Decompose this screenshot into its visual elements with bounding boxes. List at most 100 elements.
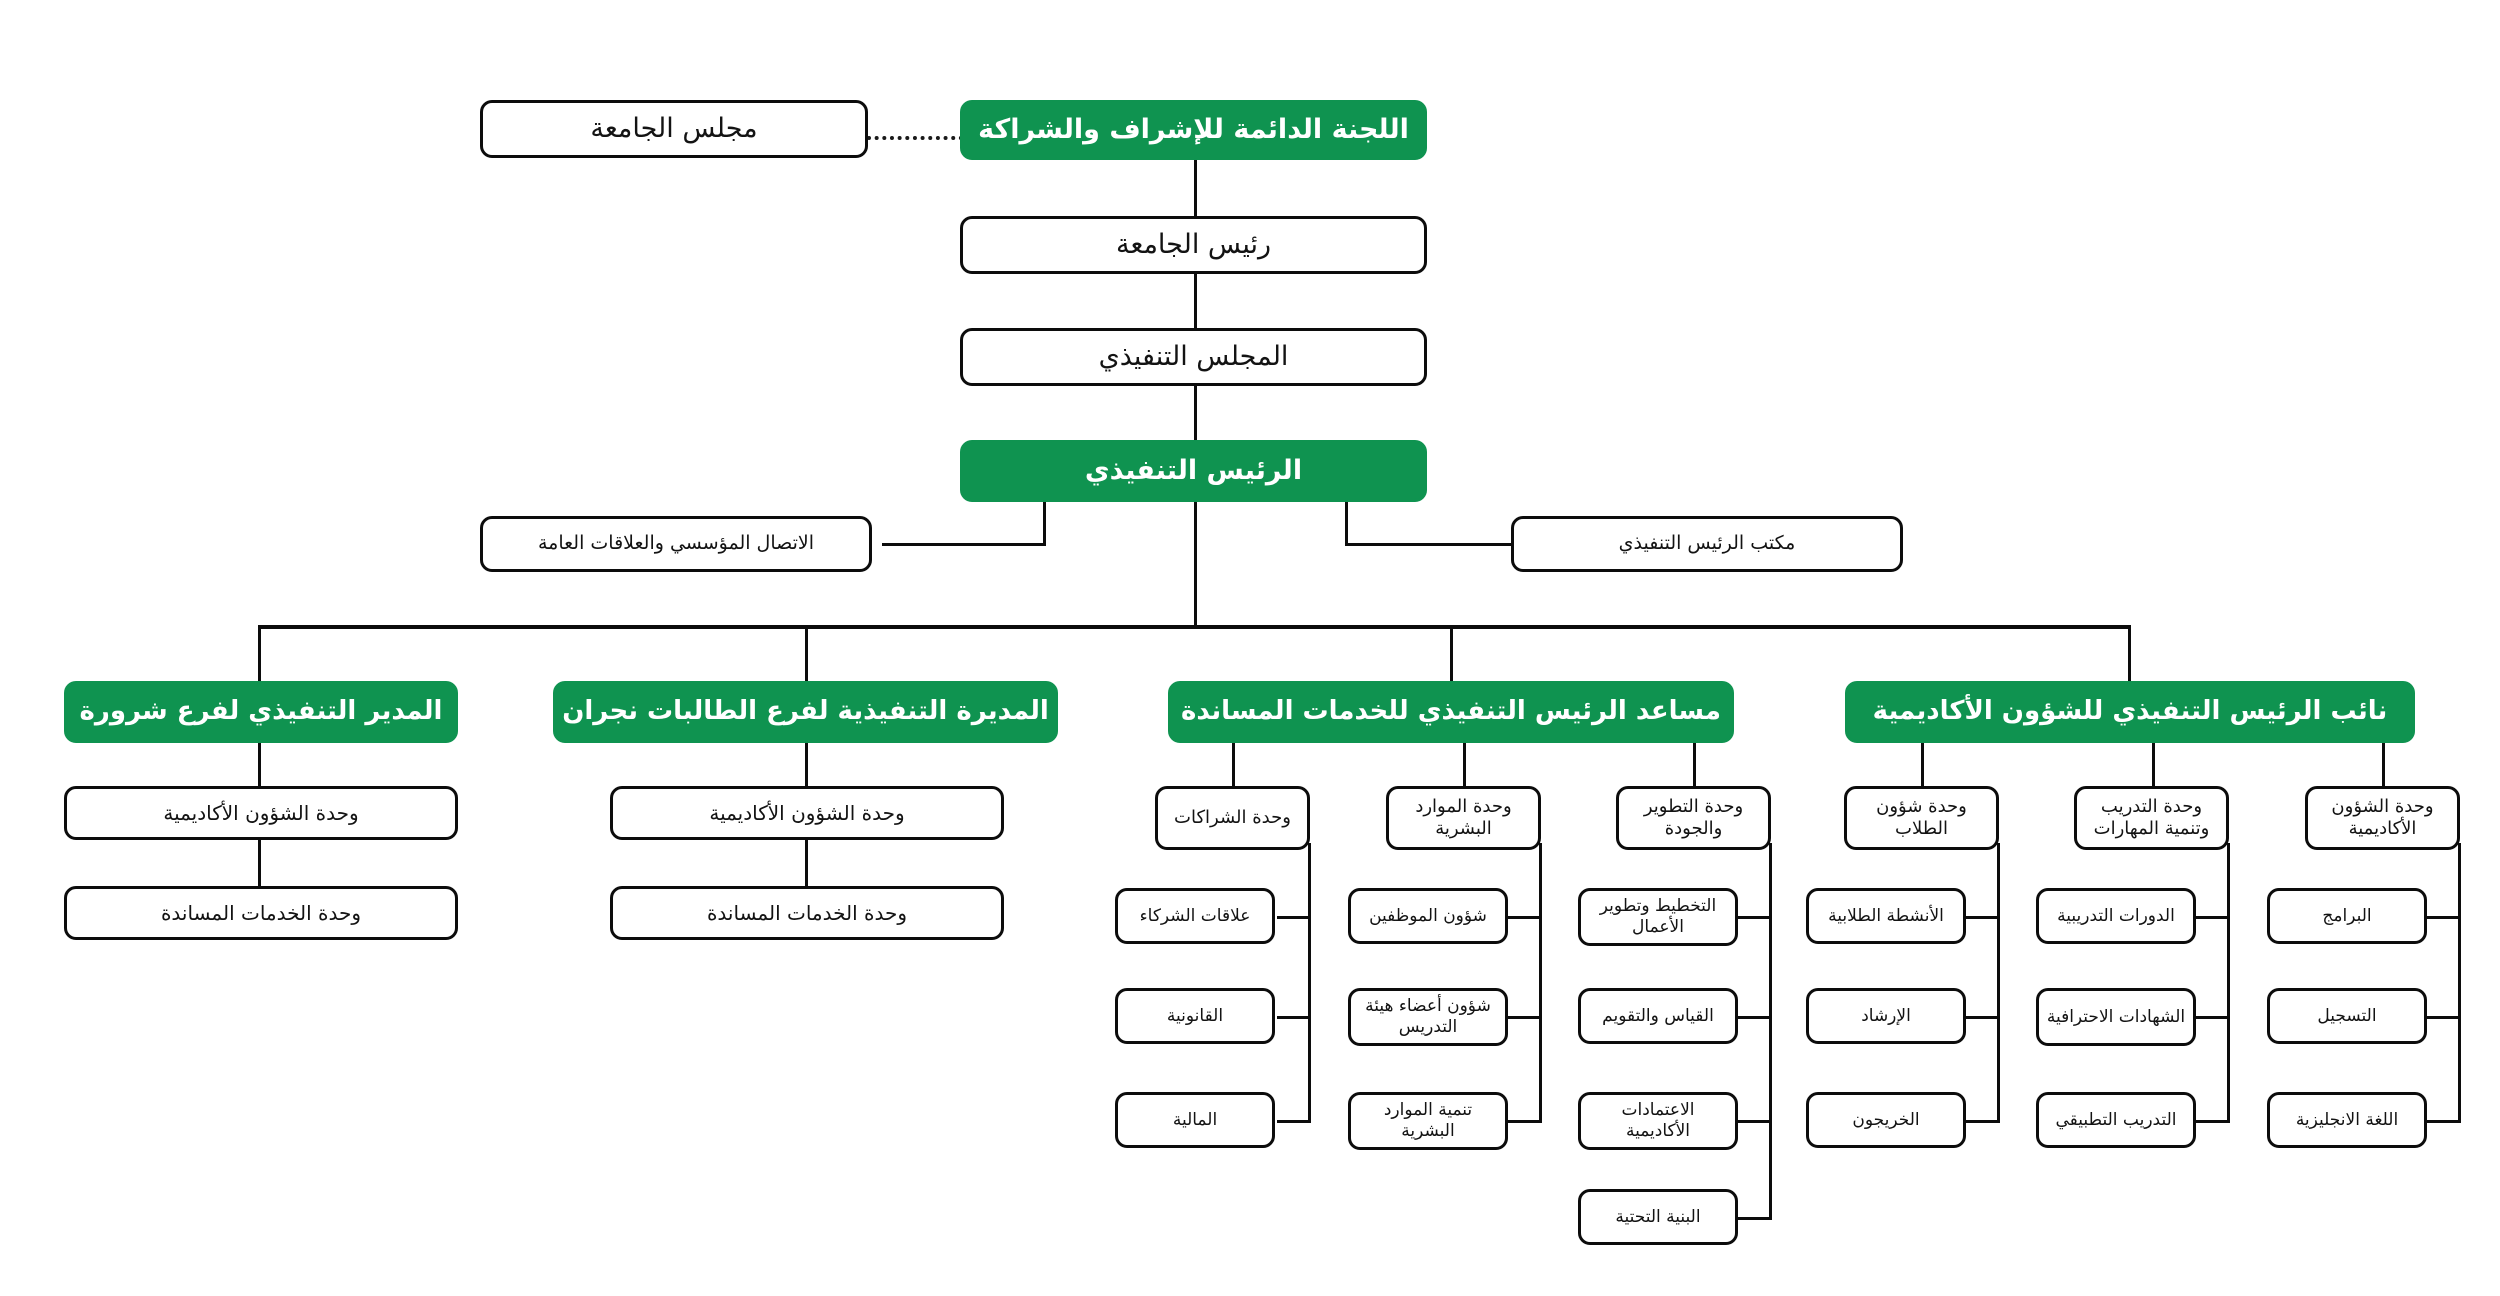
connector-hr-child-2: [1508, 1120, 1542, 1123]
connector-council-to-committee: [867, 136, 963, 140]
connector-training-child-2: [2196, 1120, 2230, 1123]
node-leaf-measurement-evaluation[interactable]: القياس والتقويم: [1578, 988, 1738, 1044]
connector-partnerships-child-0: [1277, 916, 1311, 919]
node-label: التسجيل: [2317, 1005, 2377, 1026]
node-label: الاتصال المؤسسي والعلاقات العامة: [537, 532, 815, 555]
connector-ceo-to-corporate-comm: [882, 543, 1046, 546]
node-unit-human-resources[interactable]: وحدة الموارد البشرية: [1386, 786, 1541, 850]
connector-academic-to-unit-0: [1921, 743, 1924, 786]
node-label: وحدة الموارد البشرية: [1415, 796, 1512, 839]
node-university-president[interactable]: رئيس الجامعة: [960, 216, 1427, 274]
node-leaf-academic-accreditation[interactable]: الاعتمادات الأكاديمية: [1578, 1092, 1738, 1150]
node-leaf-guidance[interactable]: الإرشاد: [1806, 988, 1966, 1044]
node-leaf-english-language[interactable]: اللغة الانجليزية: [2267, 1092, 2427, 1148]
connector-support-to-unit-1: [1463, 743, 1466, 786]
node-label: القانونية: [1166, 1005, 1224, 1026]
node-label: شؤون أعضاء هيئة التدريس: [1365, 996, 1491, 1037]
node-unit-sharurah-support[interactable]: وحدة الخدمات المساندة: [64, 886, 458, 940]
node-leaf-registration[interactable]: التسجيل: [2267, 988, 2427, 1044]
connector-committee-to-president: [1194, 160, 1197, 218]
connector-student-child-1: [1966, 1016, 2000, 1019]
connector-najran-unit0-to-unit1: [805, 840, 808, 886]
node-leaf-hr-development[interactable]: تنمية الموارد البشرية: [1348, 1092, 1508, 1150]
connector-training-spine: [2227, 843, 2230, 1123]
node-unit-najran-support[interactable]: وحدة الخدمات المساندة: [610, 886, 1004, 940]
node-leaf-professional-certificates[interactable]: الشهادات الاحترافية: [2036, 988, 2196, 1046]
node-label: الخريجون: [1852, 1109, 1920, 1130]
node-label: وحدة الشؤون الأكاديمية: [163, 800, 359, 825]
node-label: اللغة الانجليزية: [2295, 1109, 2399, 1130]
connector-academicunit-child-2: [2427, 1120, 2461, 1123]
node-leaf-business-planning[interactable]: التخطيط وتطوير الأعمال: [1578, 888, 1738, 946]
node-label: اللجنة الدائمة للإشراف والشراكة: [978, 113, 1409, 145]
node-ceo[interactable]: الرئيس التنفيذي: [960, 440, 1427, 502]
connector-student-spine: [1997, 843, 2000, 1123]
node-label: المجلس التنفيذي: [1098, 340, 1289, 372]
connector-academicunit-spine: [2458, 843, 2461, 1123]
connector-hr-child-1: [1508, 1016, 1542, 1019]
node-standing-committee[interactable]: اللجنة الدائمة للإشراف والشراكة: [960, 100, 1427, 160]
node-leaf-faculty-affairs[interactable]: شؤون أعضاء هيئة التدريس: [1348, 988, 1508, 1046]
connector-support-to-unit-2: [1693, 743, 1696, 786]
node-unit-najran-academic[interactable]: وحدة الشؤون الأكاديمية: [610, 786, 1004, 840]
connector-sharurah-unit0-to-unit1: [258, 840, 261, 886]
node-label: الاعتمادات الأكاديمية: [1621, 1100, 1695, 1141]
node-leaf-training-courses[interactable]: الدورات التدريبية: [2036, 888, 2196, 944]
node-label: القياس والتقويم: [1602, 1005, 1714, 1026]
connector-ceo-to-ceo-office: [1345, 543, 1511, 546]
node-label: وحدة الخدمات المساندة: [706, 900, 908, 925]
node-department-support-services[interactable]: مساعد الرئيس التنفيذي للخدمات المساندة: [1168, 681, 1734, 743]
department-bus: [258, 625, 2131, 629]
node-unit-academic-affairs[interactable]: وحدة الشؤون الأكاديمية: [2305, 786, 2460, 850]
node-label: الرئيس التنفيذي: [1084, 454, 1303, 486]
node-label: مكتب الرئيس التنفيذي: [1618, 532, 1796, 555]
node-label: علاقات الشركاء: [1139, 905, 1251, 926]
node-label: الأنشطة الطلابية: [1828, 905, 1944, 926]
node-label: شؤون الموظفين: [1369, 905, 1487, 926]
node-leaf-applied-training[interactable]: التدريب التطبيقي: [2036, 1092, 2196, 1148]
node-unit-partnerships[interactable]: وحدة الشراكات: [1155, 786, 1310, 850]
node-label: المدير التنفيذي لفرع شرورة: [79, 696, 443, 727]
connector-partnerships-child-1: [1277, 1016, 1311, 1019]
node-department-najran-female[interactable]: المديرة التنفيذية لفرع الطالبات نجران: [553, 681, 1058, 743]
node-unit-training-skills[interactable]: وحدة التدريب وتنمية المهارات: [2074, 786, 2229, 850]
connector-ceo-left-stub: [1043, 500, 1046, 545]
node-department-sharurah[interactable]: المدير التنفيذي لفرع شرورة: [64, 681, 458, 743]
node-corporate-communications[interactable]: الاتصال المؤسسي والعلاقات العامة: [480, 516, 872, 572]
node-leaf-infrastructure[interactable]: البنية التحتية: [1578, 1189, 1738, 1245]
connector-quality-child-3: [1738, 1217, 1772, 1220]
node-executive-council[interactable]: المجلس التنفيذي: [960, 328, 1427, 386]
node-label: وحدة التدريب وتنمية المهارات: [2093, 796, 2210, 839]
connector-ceo-to-bus: [1194, 500, 1197, 628]
node-leaf-finance[interactable]: المالية: [1115, 1092, 1275, 1148]
node-label: المديرة التنفيذية لفرع الطالبات نجران: [562, 696, 1049, 727]
node-label: مجلس الجامعة: [590, 112, 758, 144]
node-label: وحدة شؤون الطلاب: [1876, 796, 1967, 839]
node-leaf-employee-affairs[interactable]: شؤون الموظفين: [1348, 888, 1508, 944]
connector-academic-to-unit-1: [2152, 743, 2155, 786]
node-label: البرامج: [2322, 905, 2372, 926]
node-label: البنية التحتية: [1615, 1206, 1701, 1227]
connector-bus-to-dept-0: [258, 625, 261, 681]
node-leaf-graduates[interactable]: الخريجون: [1806, 1092, 1966, 1148]
connector-academic-to-unit-2: [2382, 743, 2385, 786]
node-department-academic-affairs[interactable]: نائب الرئيس التنفيذي للشؤون الأكاديمية: [1845, 681, 2415, 743]
node-leaf-legal[interactable]: القانونية: [1115, 988, 1275, 1044]
node-ceo-office[interactable]: مكتب الرئيس التنفيذي: [1511, 516, 1903, 572]
connector-bus-to-dept-1: [805, 625, 808, 681]
connector-bus-to-dept-3: [2128, 625, 2131, 681]
node-leaf-programs[interactable]: البرامج: [2267, 888, 2427, 944]
node-leaf-partner-relations[interactable]: علاقات الشركاء: [1115, 888, 1275, 944]
connector-quality-child-1: [1738, 1016, 1772, 1019]
connector-quality-child-0: [1738, 916, 1772, 919]
node-unit-sharurah-academic[interactable]: وحدة الشؤون الأكاديمية: [64, 786, 458, 840]
connector-training-child-1: [2196, 1016, 2230, 1019]
node-label: التخطيط وتطوير الأعمال: [1599, 896, 1717, 937]
node-unit-development-quality[interactable]: وحدة التطوير والجودة: [1616, 786, 1771, 850]
node-leaf-student-activities[interactable]: الأنشطة الطلابية: [1806, 888, 1966, 944]
node-unit-student-affairs[interactable]: وحدة شؤون الطلاب: [1844, 786, 1999, 850]
node-label: الشهادات الاحترافية: [2046, 1006, 2186, 1027]
node-university-council[interactable]: مجلس الجامعة: [480, 100, 868, 158]
connector-hr-child-0: [1508, 916, 1542, 919]
connector-student-child-0: [1966, 916, 2000, 919]
